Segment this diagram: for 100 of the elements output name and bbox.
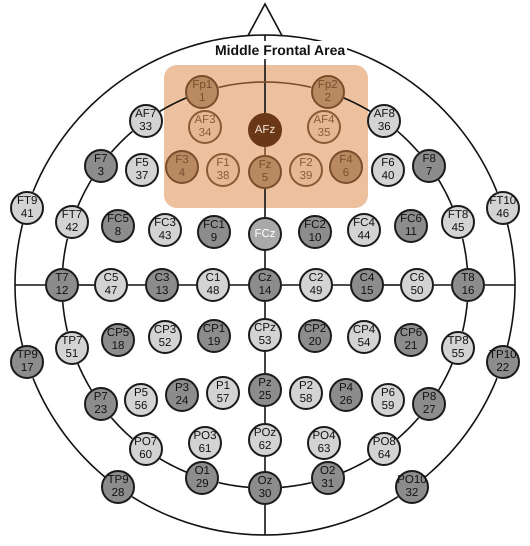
connector-line: [264, 457, 266, 471]
electrode-circle: [248, 155, 282, 189]
electrode-circle: [412, 148, 446, 183]
electrode-label: Fz: [258, 159, 272, 172]
electrode-circle: [441, 330, 476, 365]
electrode-label: FC4: [353, 217, 375, 230]
electrode-circle: [350, 268, 384, 302]
electrode-number: 25: [258, 390, 272, 403]
electrode-number: 43: [158, 230, 172, 243]
electrode-number: 13: [156, 285, 168, 298]
electrode-circle: [197, 215, 231, 249]
connector-line: [424, 378, 498, 478]
electrode-label: C2: [308, 272, 324, 285]
electrode-number: 1: [199, 92, 206, 105]
electrode-number: 38: [216, 170, 230, 183]
electrode-label: PO8: [372, 436, 396, 450]
electrode-number: 41: [20, 208, 34, 221]
connector-line: [438, 179, 453, 207]
electrode-label: C6: [410, 272, 424, 285]
electrode-label: FC3: [154, 217, 176, 230]
electrode-label: O2: [320, 465, 336, 478]
electrode-circle: [188, 110, 222, 144]
electrode-label: P4: [338, 382, 354, 395]
electrode-circle: [486, 345, 520, 380]
electrode-circle: [54, 330, 89, 365]
electrode-label: F4: [339, 154, 353, 167]
electrode-label: CP5: [106, 327, 130, 340]
electrode-number: 28: [112, 487, 124, 500]
connector-line: [62, 302, 68, 332]
electrode-number: 60: [139, 449, 152, 462]
electrode-circle: [248, 373, 282, 407]
electrode-circle: [248, 423, 282, 457]
electrode-label: P3: [174, 382, 190, 395]
connector-line: [159, 97, 187, 112]
electrode-label: Oz: [258, 475, 272, 488]
electrode-circle: [299, 268, 333, 302]
electrode-number: 11: [405, 226, 417, 239]
electrode-label: PO10: [397, 474, 427, 488]
connector-line: [14, 224, 24, 346]
connector-line: [110, 417, 133, 440]
electrode-label: F2: [299, 157, 313, 170]
connector-line: [79, 284, 94, 286]
electrode-number: 26: [340, 395, 352, 408]
electrode-circle: [54, 205, 89, 240]
electrode-circle: [248, 268, 282, 302]
electrode-circle: [165, 378, 199, 412]
electrode-label: AF3: [194, 114, 216, 127]
connector-line: [128, 284, 145, 286]
electrode-label: P2: [298, 380, 314, 393]
electrode-circle: [371, 153, 405, 187]
electrode-label: P8: [422, 391, 436, 404]
connector-line: [110, 130, 133, 153]
electrode-number: 31: [321, 478, 334, 492]
electrode-label: C1: [206, 272, 220, 285]
electrode-label: F7: [94, 152, 108, 166]
electrode-number: 46: [496, 208, 510, 221]
electrode-circle: [124, 383, 158, 417]
electrode-label: FC5: [107, 213, 129, 226]
electrode-label: AF8: [374, 108, 395, 121]
electrode-number: 21: [404, 340, 418, 353]
electrode-label: FT10: [489, 194, 516, 208]
connector-line: [485, 284, 515, 286]
electrode-circle: [394, 470, 429, 504]
connector-line: [218, 81, 312, 88]
electrode-number: 61: [198, 443, 212, 456]
electrode-number: 55: [452, 348, 464, 361]
electrode-number: 37: [136, 170, 148, 183]
electrode-number: 6: [342, 167, 350, 180]
electrode-circle: [394, 323, 428, 357]
electrode-number: 10: [308, 232, 322, 245]
electrode-number: 29: [196, 478, 209, 492]
electrode-number: 44: [358, 230, 370, 243]
electrode-label: TP9: [16, 349, 38, 362]
electrode-circle: [197, 319, 231, 353]
electrode-number: 52: [158, 337, 172, 350]
connector-line: [218, 482, 248, 488]
connector-line: [264, 189, 266, 217]
electrode-number: 22: [496, 362, 510, 376]
electrode-circle: [486, 190, 520, 225]
electrode-number: 58: [300, 393, 312, 406]
connector-line: [264, 251, 266, 268]
electrode-circle: [165, 150, 199, 184]
electrode-label: CP1: [202, 323, 226, 336]
electrode-number: 50: [410, 285, 424, 298]
electrode-number: 51: [66, 348, 78, 361]
electrode-label: O1: [194, 465, 210, 478]
electrode-label: F3: [175, 154, 189, 167]
electrode-number: 17: [20, 362, 34, 376]
electrode-circle: [289, 376, 323, 410]
electrode-label: FT9: [17, 194, 38, 208]
electrode-circle: [188, 426, 222, 460]
electrode-circle: [206, 153, 240, 187]
electrode-circle: [125, 153, 159, 187]
connector-line: [438, 363, 453, 391]
electrode-number: 14: [258, 285, 272, 298]
electrode-label: TP8: [448, 334, 469, 348]
connector-line: [462, 238, 468, 268]
connector-line: [159, 458, 187, 473]
electrode-circle: [185, 461, 220, 496]
electrode-circle: [329, 150, 363, 184]
